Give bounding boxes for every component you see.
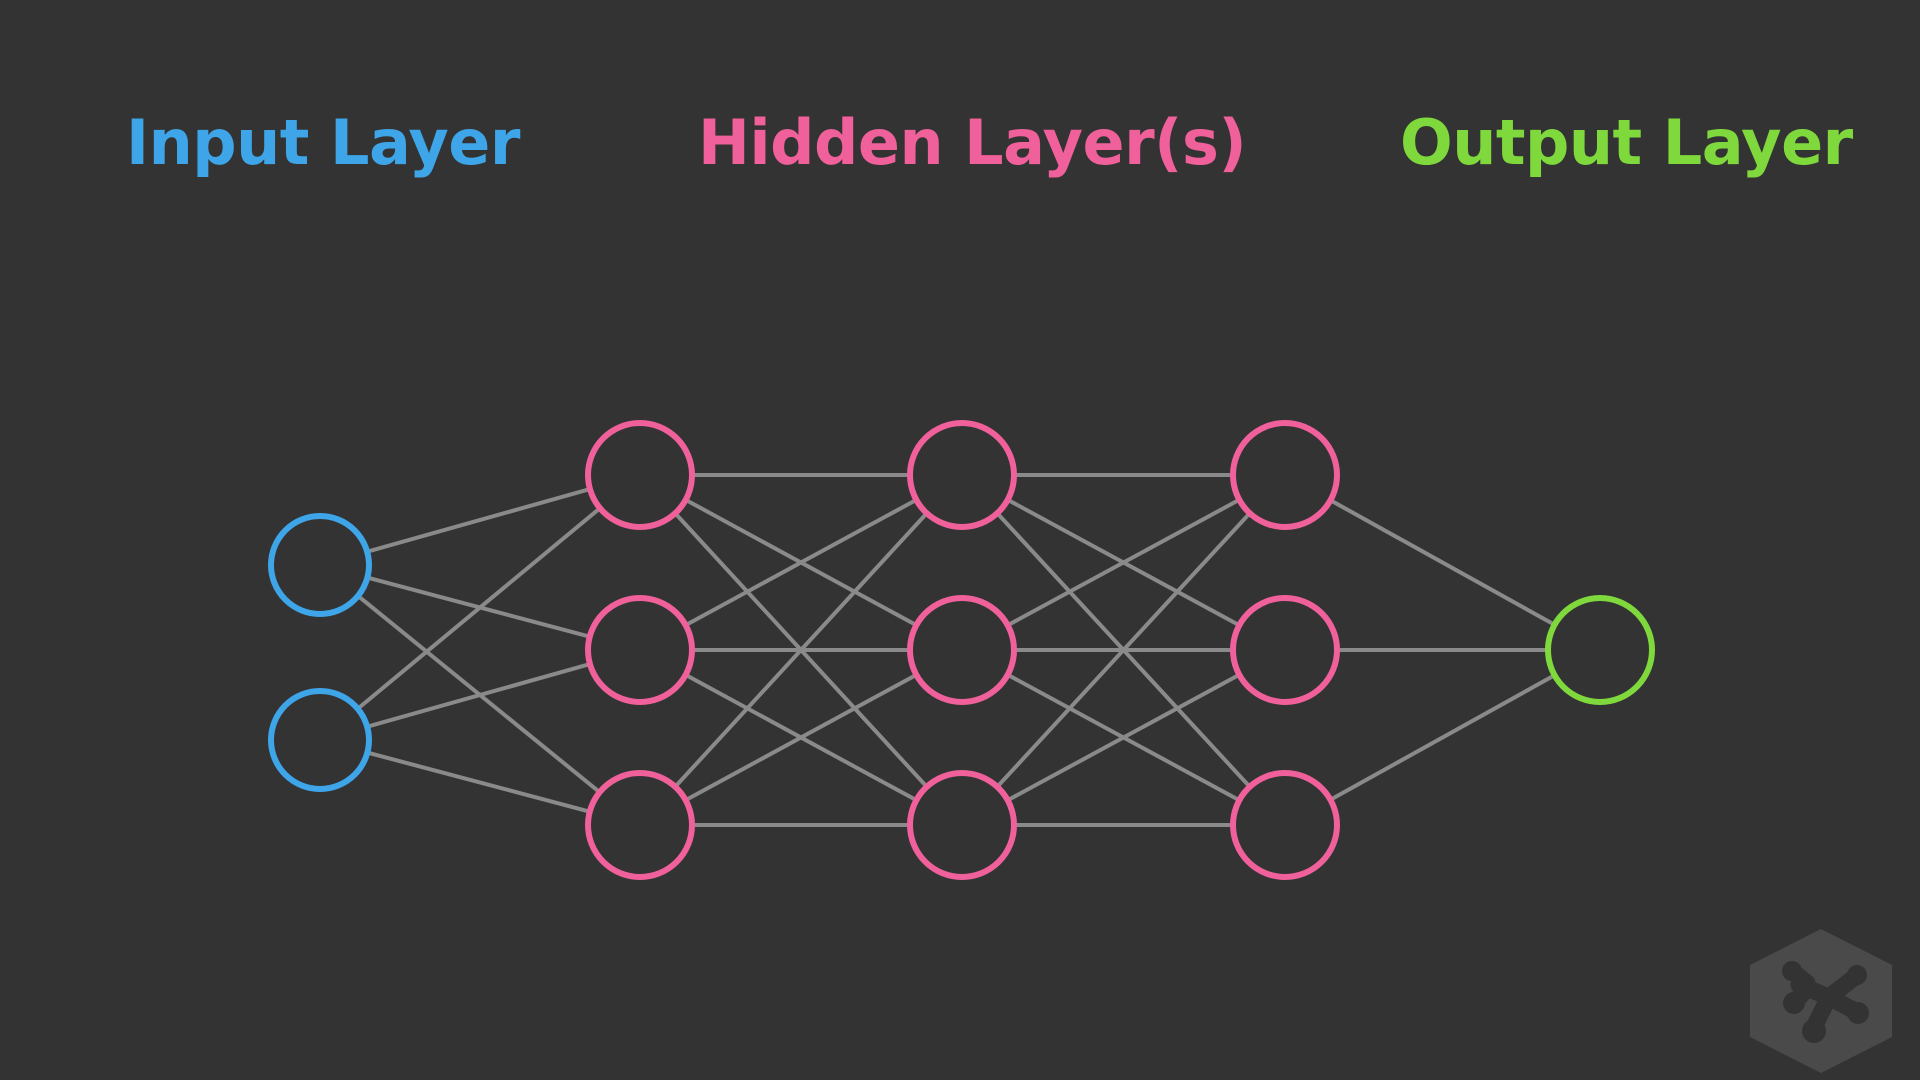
neuron-node-h1_2[interactable] bbox=[585, 595, 695, 705]
neuron-node-h3_2[interactable] bbox=[1230, 595, 1340, 705]
neuron-node-i2[interactable] bbox=[268, 688, 372, 792]
neuron-node-h2_2[interactable] bbox=[907, 595, 1017, 705]
neuron-node-o1[interactable] bbox=[1545, 595, 1655, 705]
hidden-layer-label: Hidden Layer(s) bbox=[698, 106, 1247, 179]
connection-edge bbox=[1329, 498, 1556, 627]
connection-edge bbox=[1329, 673, 1556, 802]
connection-edge bbox=[673, 511, 929, 789]
neuron-node-h1_1[interactable] bbox=[585, 420, 695, 530]
connection-edge bbox=[366, 487, 591, 554]
connection-edge bbox=[684, 498, 918, 627]
neuron-node-h2_1[interactable] bbox=[907, 420, 1017, 530]
connection-edge bbox=[366, 750, 591, 814]
neuron-node-i1[interactable] bbox=[268, 513, 372, 617]
neuron-node-h2_3[interactable] bbox=[907, 770, 1017, 880]
neuron-nodes-group bbox=[268, 420, 1655, 880]
connection-edge bbox=[1006, 673, 1241, 802]
connection-edge bbox=[366, 662, 591, 729]
neuron-node-h3_1[interactable] bbox=[1230, 420, 1340, 530]
connection-edge bbox=[684, 673, 918, 802]
neuron-node-h1_3[interactable] bbox=[585, 770, 695, 880]
connection-edge bbox=[995, 511, 1252, 789]
connection-edge bbox=[1006, 498, 1241, 627]
connection-edge bbox=[356, 506, 602, 711]
connection-edges-group bbox=[356, 473, 1556, 827]
input-layer-label: Input Layer bbox=[126, 106, 520, 179]
output-layer-label: Output Layer bbox=[1400, 106, 1853, 179]
neuron-node-h3_3[interactable] bbox=[1230, 770, 1340, 880]
